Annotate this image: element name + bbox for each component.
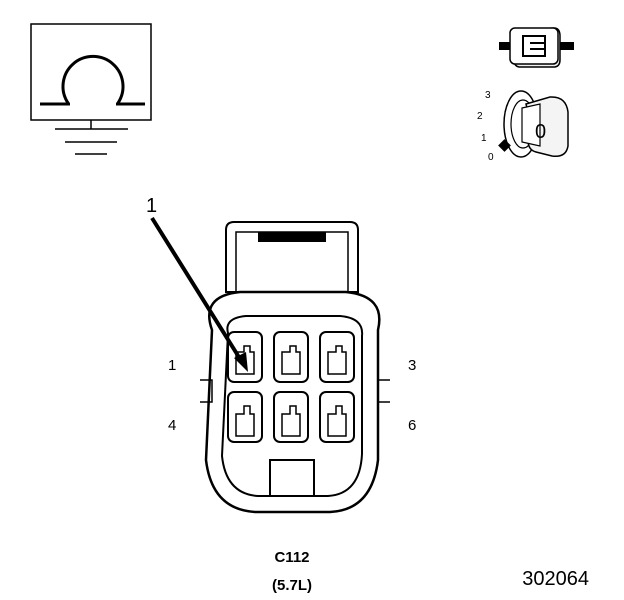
cavity-5 bbox=[273, 391, 309, 443]
cavity-6 bbox=[319, 391, 355, 443]
ignition-position-3: 3 bbox=[485, 90, 491, 101]
connector-id: C112 bbox=[274, 549, 309, 566]
ignition-key-icon: 3 2 1 0 0 bbox=[477, 90, 569, 163]
pin-label-6: 6 bbox=[408, 417, 416, 434]
cavity-3 bbox=[319, 331, 355, 383]
pin-label-1: 1 bbox=[168, 357, 176, 374]
pin-label-3: 3 bbox=[408, 357, 416, 374]
ohm-ground-icon bbox=[30, 23, 152, 155]
callout-1: 1 bbox=[146, 195, 248, 372]
key-label: 0 bbox=[535, 121, 546, 143]
cavity-4 bbox=[227, 391, 263, 443]
connector-variant: (5.7L) bbox=[272, 577, 312, 594]
ignition-position-1: 1 bbox=[481, 133, 487, 144]
figure-number: 302064 bbox=[522, 568, 589, 590]
connector-fuse-icon bbox=[499, 27, 574, 68]
callout-number: 1 bbox=[146, 195, 157, 217]
ignition-position-0: 0 bbox=[488, 152, 494, 163]
ignition-position-2: 2 bbox=[477, 111, 483, 122]
cavity-2 bbox=[273, 331, 309, 383]
pin-label-4: 4 bbox=[168, 417, 176, 434]
connector-c112 bbox=[200, 221, 390, 514]
